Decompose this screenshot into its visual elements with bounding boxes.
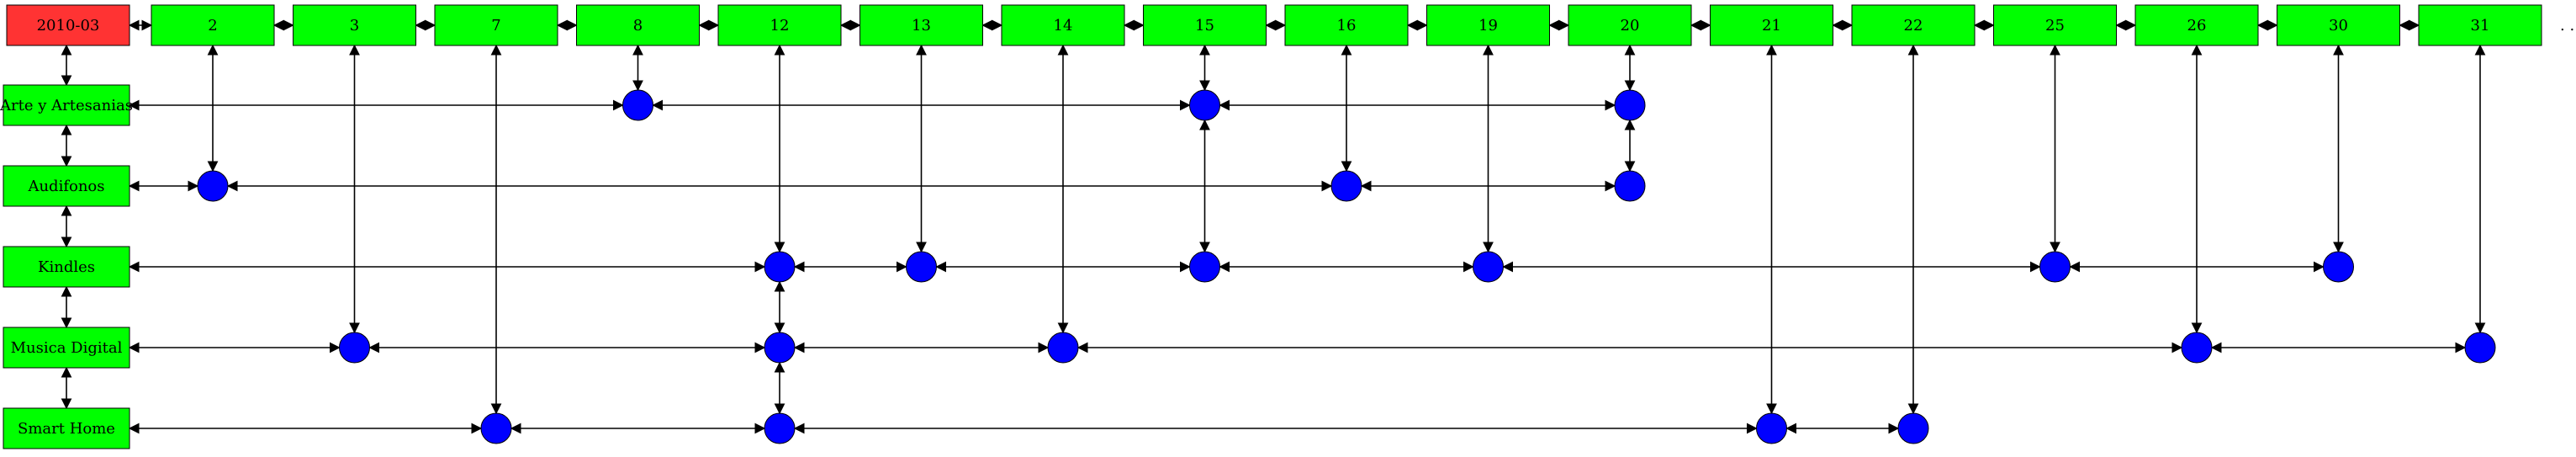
day-node: 31 bbox=[2418, 4, 2542, 46]
day-node-box bbox=[1426, 4, 1550, 46]
day-node-box bbox=[434, 4, 558, 46]
category-label: Smart Home bbox=[18, 420, 115, 438]
category-label: Kindles bbox=[38, 258, 95, 276]
event-dot bbox=[622, 89, 653, 121]
day-label: 8 bbox=[633, 17, 643, 35]
event-dot bbox=[764, 412, 796, 444]
event-dot bbox=[764, 332, 796, 364]
event-dot bbox=[764, 251, 796, 283]
event-dot bbox=[1473, 251, 1504, 283]
day-node: 21 bbox=[1710, 4, 1833, 46]
day-node: 8 bbox=[576, 4, 700, 46]
category-node: Smart Home bbox=[3, 407, 130, 449]
day-label: 2 bbox=[208, 17, 217, 35]
day-node: 22 bbox=[1851, 4, 1976, 46]
day-node-box bbox=[293, 4, 416, 46]
category-node: Arte y Artesanias bbox=[0, 84, 133, 126]
event-dot bbox=[2464, 332, 2496, 364]
day-label: 26 bbox=[2187, 17, 2207, 35]
day-label: 20 bbox=[1621, 17, 1640, 35]
day-node-box bbox=[1284, 4, 1409, 46]
day-label: 7 bbox=[491, 17, 500, 35]
day-node: 19 bbox=[1426, 4, 1550, 46]
day-label: 19 bbox=[1478, 17, 1498, 35]
day-node-box bbox=[717, 4, 842, 46]
day-node: 16 bbox=[1284, 4, 1409, 46]
day-label: 13 bbox=[912, 17, 931, 35]
event-dot bbox=[1330, 170, 1362, 202]
event-dot bbox=[2181, 332, 2213, 364]
day-label: 14 bbox=[1054, 17, 1073, 35]
day-node-box bbox=[1001, 4, 1125, 46]
event-dot bbox=[339, 332, 370, 364]
nodes-layer: 2010-03 2 3 7 8 12 13 14 15 16 19 20 21 22 25 26 30 31 . .… bbox=[0, 4, 2574, 449]
category-node: Kindles bbox=[3, 246, 130, 288]
day-node-box bbox=[1568, 4, 1692, 46]
day-label: 3 bbox=[350, 17, 359, 35]
day-node: 2 bbox=[151, 4, 275, 46]
category-label: Arte y Artesanias bbox=[0, 97, 133, 114]
category-node: Musica Digital bbox=[3, 327, 130, 369]
category-node-box bbox=[3, 246, 130, 288]
day-node-box bbox=[1993, 4, 2117, 46]
event-dot bbox=[2039, 251, 2071, 283]
day-label: 16 bbox=[1337, 17, 1357, 35]
event-dot bbox=[1756, 412, 1787, 444]
event-dot bbox=[1614, 170, 1646, 202]
month-node-box bbox=[6, 4, 130, 46]
event-dot bbox=[1047, 332, 1079, 364]
day-node-box bbox=[576, 4, 700, 46]
day-node-box bbox=[1143, 4, 1267, 46]
day-node: 25 bbox=[1993, 4, 2117, 46]
day-node: 30 bbox=[2277, 4, 2400, 46]
day-node-box bbox=[2134, 4, 2259, 46]
day-node-box bbox=[860, 4, 983, 46]
edges-layer bbox=[61, 19, 2486, 434]
day-node: 3 bbox=[293, 4, 416, 46]
event-dot bbox=[197, 170, 229, 202]
event-dot bbox=[1614, 89, 1646, 121]
day-node-box bbox=[1710, 4, 1833, 46]
category-node-box bbox=[3, 165, 130, 207]
day-node: 14 bbox=[1001, 4, 1125, 46]
month-label: 2010-03 bbox=[37, 17, 100, 35]
category-node: Audifonos bbox=[3, 165, 130, 207]
event-dot bbox=[1897, 412, 1929, 444]
category-node-box bbox=[3, 84, 130, 126]
day-label: 12 bbox=[770, 17, 790, 35]
day-label: 21 bbox=[1762, 17, 1781, 35]
event-dot bbox=[906, 251, 937, 283]
day-label: 30 bbox=[2329, 17, 2348, 35]
category-node-box bbox=[3, 407, 130, 449]
trailing-marker: . . bbox=[2560, 17, 2574, 35]
category-node-box bbox=[3, 327, 130, 369]
event-dot bbox=[1189, 251, 1220, 283]
event-dot bbox=[1189, 89, 1220, 121]
day-label: 22 bbox=[1904, 17, 1923, 35]
day-node: 15 bbox=[1143, 4, 1267, 46]
day-label: 15 bbox=[1195, 17, 1214, 35]
month-node: 2010-03 bbox=[6, 4, 130, 46]
day-node-box bbox=[2418, 4, 2542, 46]
category-label: Musica Digital bbox=[11, 339, 123, 357]
day-node: 13 bbox=[860, 4, 983, 46]
day-label: 31 bbox=[2471, 17, 2490, 35]
day-node-box bbox=[2277, 4, 2400, 46]
event-dot bbox=[2323, 251, 2354, 283]
category-label: Audifonos bbox=[27, 178, 104, 195]
day-node-box bbox=[151, 4, 275, 46]
day-node: 20 bbox=[1568, 4, 1692, 46]
day-node: 26 bbox=[2134, 4, 2259, 46]
day-label: 25 bbox=[2045, 17, 2065, 35]
event-dot bbox=[480, 412, 512, 444]
day-node-box bbox=[1851, 4, 1976, 46]
day-node: 12 bbox=[717, 4, 842, 46]
day-node: 7 bbox=[434, 4, 558, 46]
